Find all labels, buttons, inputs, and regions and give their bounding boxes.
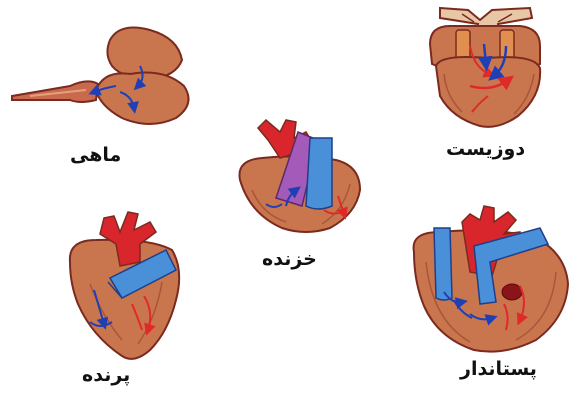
mammal-heart [414, 206, 568, 352]
label-fish: ماهی [70, 144, 121, 166]
label-amphibian: دوزیست [446, 138, 525, 160]
reptile-heart [239, 120, 360, 232]
label-mammal: پستاندار [460, 358, 537, 380]
amphibian-ventricle [436, 57, 540, 127]
label-bird: پرنده [82, 364, 130, 386]
amphibian-heart [430, 8, 540, 127]
fish-heart [12, 28, 189, 124]
fish-vessel [12, 81, 98, 102]
label-reptile: خزنده [262, 248, 317, 270]
reptile-blue-vessel [306, 138, 332, 209]
mammal-vena-cava [434, 228, 452, 300]
bird-heart [70, 212, 179, 359]
